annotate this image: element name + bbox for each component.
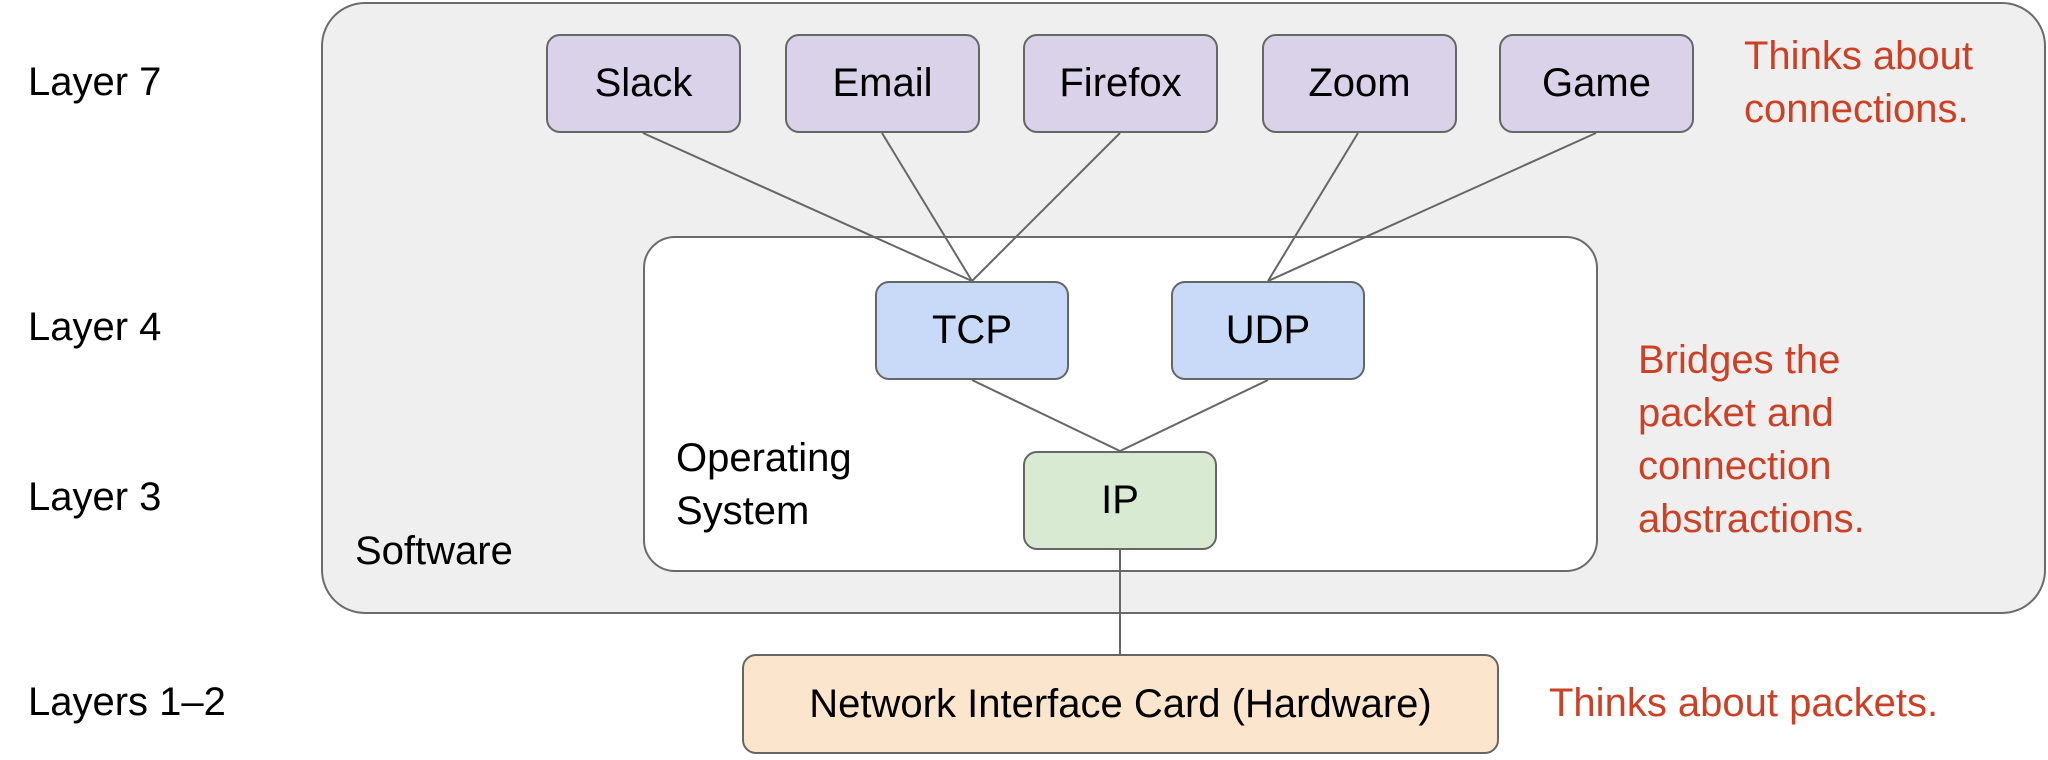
annotation-layer7: Thinks about connections. — [1744, 34, 1974, 131]
app-node-slack: Slack — [546, 34, 741, 133]
software-label: Software — [355, 529, 513, 573]
app-node-zoom: Zoom — [1262, 34, 1457, 133]
transport-node-udp: UDP — [1171, 281, 1365, 380]
hardware-node-nic: Network Interface Card (Hardware) — [742, 654, 1499, 754]
annotation-layer3-4: Bridges the packet and connection abstra… — [1638, 338, 1865, 541]
app-node-email: Email — [785, 34, 980, 133]
annotation-layer1-2: Thinks about packets. — [1549, 681, 1939, 725]
app-node-game: Game — [1499, 34, 1694, 133]
network-node-ip: IP — [1023, 451, 1217, 550]
transport-node-tcp: TCP — [875, 281, 1069, 380]
layer-label-7: Layer 7 — [28, 60, 162, 104]
layer-label-1-2: Layers 1–2 — [28, 680, 226, 724]
app-node-firefox: Firefox — [1023, 34, 1218, 133]
operating-system-label: Operating System — [676, 436, 852, 533]
layer-label-3: Layer 3 — [28, 475, 162, 519]
layer-label-4: Layer 4 — [28, 305, 162, 349]
